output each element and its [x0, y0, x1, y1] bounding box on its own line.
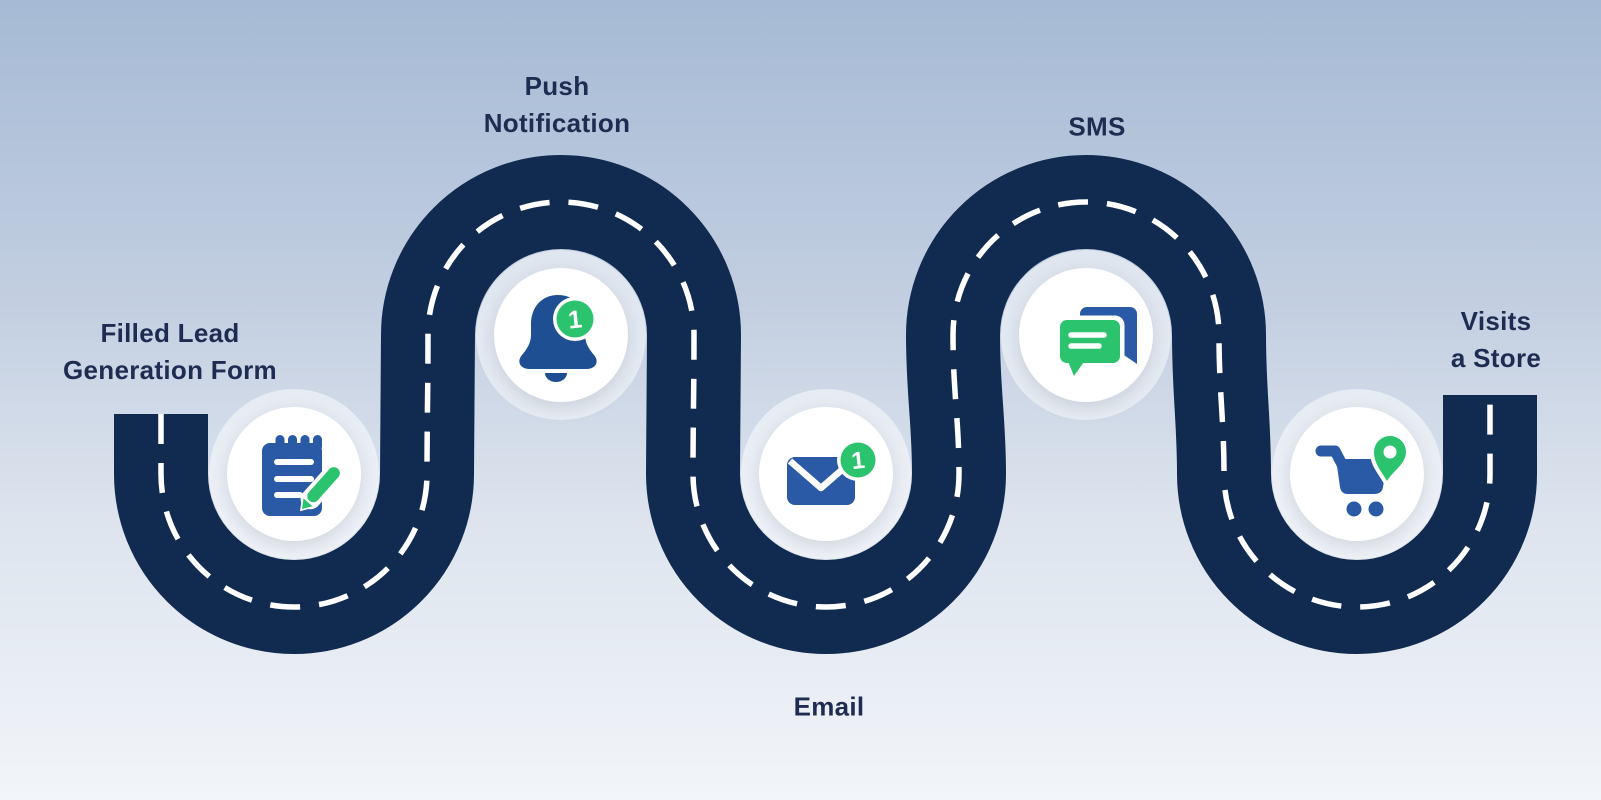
clipboard-pencil-icon	[262, 435, 348, 516]
envelope-icon: 1	[787, 439, 879, 505]
station-label-sms: SMS	[1068, 111, 1126, 142]
bell-icon: 1	[519, 295, 597, 382]
cart-location-pin-icon	[1315, 432, 1410, 517]
notification-badge-count: 1	[567, 305, 584, 334]
station-label-email: Email	[793, 691, 865, 722]
station-label-push-notification: Push Notification	[483, 71, 631, 138]
station-label-lead-form: Filled Lead Generation Form	[63, 318, 277, 385]
road-center-dashed-line	[158, 199, 1493, 610]
chat-bubbles-icon	[1055, 307, 1137, 381]
unread-badge-count: 1	[850, 447, 866, 475]
station-label-visits-store: Visits a Store	[1450, 306, 1542, 373]
